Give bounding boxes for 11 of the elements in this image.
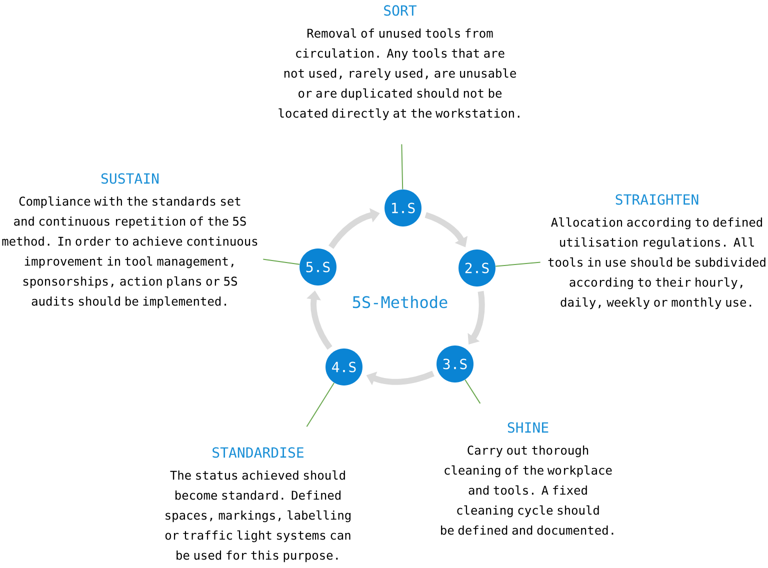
leader-line — [262, 258, 300, 265]
leader-line — [401, 144, 404, 190]
step-description: STANDARDISE The status achieved should become standard. Defined spaces, markings, labelling or traffic light systems can be used for this purpose. — [165, 447, 350, 562]
step-description: SORT Removal of unused tools from circulation. Any tools that are not used, rarely used, are unusable or are duplicated should not be located directly at the workstation. — [278, 5, 520, 120]
step-description: SUSTAIN Compliance with the standards set and continuous repetition of the 5S method. In order to achieve continuous improvement in tool management, sponsorships, action plans or 5S audits should be implemented. — [2, 173, 258, 308]
step-description: STRAIGHTEN Allocation according to defined utilisation regulations. All tools in use should be subdivided according to their hourly, daily, weekly or monthly use. — [548, 194, 766, 310]
center-label: 5S-Methode — [352, 296, 448, 308]
leader-line — [306, 382, 335, 428]
step-description: SHINE Carry out thorough cleaning of the workplace and tools. A fixed cleaning cycle should be defined and documented. — [441, 422, 614, 535]
leader-line — [495, 262, 541, 267]
leader-line — [464, 379, 481, 404]
